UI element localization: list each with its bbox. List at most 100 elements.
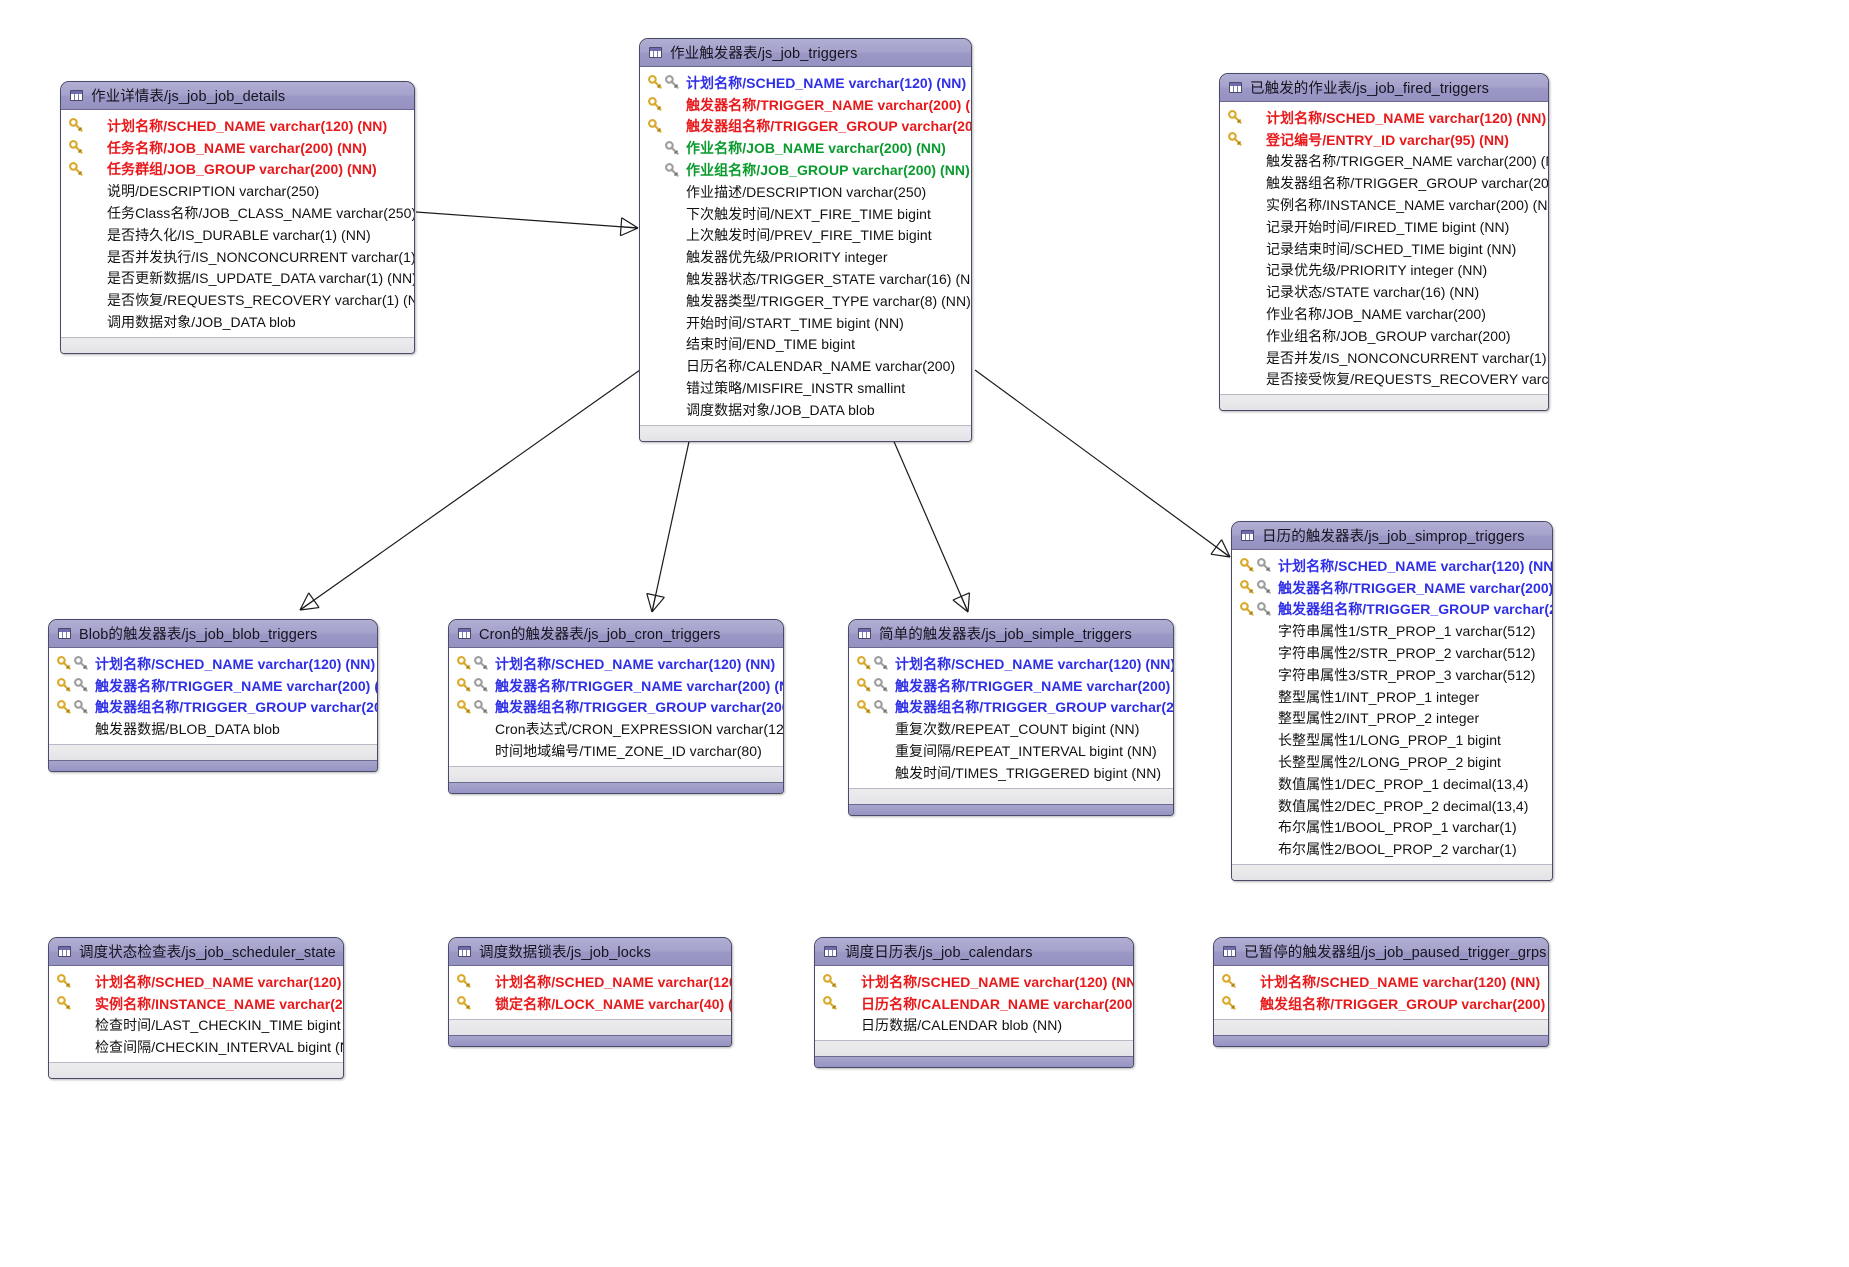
- field-row[interactable]: 触发器名称/TRIGGER_NAME varchar(200) (NN): [49, 675, 377, 697]
- field-row[interactable]: 计划名称/SCHED_NAME varchar(120) (NN): [815, 971, 1133, 993]
- field-row[interactable]: 触发器名称/TRIGGER_NAME varchar(200) (NN): [849, 675, 1173, 697]
- fired-triggers-table-header[interactable]: 已触发的作业表/js_job_fired_triggers: [1220, 74, 1548, 102]
- locks-table[interactable]: 调度数据锁表/js_job_locks 计划名称/SCHED_NAME varch…: [448, 937, 732, 1047]
- field-row[interactable]: 触发组名称/TRIGGER_GROUP varchar(200) (NN): [1214, 993, 1548, 1015]
- field-row[interactable]: 是否并发/IS_NONCONCURRENT varchar(1): [1220, 347, 1548, 369]
- field-row[interactable]: 字符串属性2/STR_PROP_2 varchar(512): [1232, 642, 1552, 664]
- field-row[interactable]: 触发器组名称/TRIGGER_GROUP varchar(200) (NN): [449, 697, 783, 719]
- field-row[interactable]: 重复间隔/REPEAT_INTERVAL bigint (NN): [849, 740, 1173, 762]
- field-row[interactable]: 说明/DESCRIPTION varchar(250): [61, 180, 414, 202]
- field-row[interactable]: 触发器组名称/TRIGGER_GROUP varchar(200) (NN): [49, 697, 377, 719]
- paused-trigger-grps-table[interactable]: 已暂停的触发器组/js_job_paused_trigger_grps 计划名称/…: [1213, 937, 1549, 1047]
- field-row[interactable]: 计划名称/SCHED_NAME varchar(120) (NN): [449, 971, 731, 993]
- field-row[interactable]: 布尔属性1/BOOL_PROP_1 varchar(1): [1232, 817, 1552, 839]
- field-row[interactable]: 触发器数据/BLOB_DATA blob: [49, 718, 377, 740]
- field-row[interactable]: 任务名称/JOB_NAME varchar(200) (NN): [61, 137, 414, 159]
- field-row[interactable]: 调用数据对象/JOB_DATA blob: [61, 311, 414, 333]
- job-details-table-header[interactable]: 作业详情表/js_job_job_details: [61, 82, 414, 110]
- field-row[interactable]: 记录结束时间/SCHED_TIME bigint (NN): [1220, 238, 1548, 260]
- field-row[interactable]: 触发器名称/TRIGGER_NAME varchar(200) (NN): [640, 94, 971, 116]
- field-row[interactable]: 长整型属性2/LONG_PROP_2 bigint: [1232, 751, 1552, 773]
- field-row[interactable]: 登记编号/ENTRY_ID varchar(95) (NN): [1220, 129, 1548, 151]
- simple-triggers-table-header[interactable]: 简单的触发器表/js_job_simple_triggers: [849, 620, 1173, 648]
- field-row[interactable]: 整型属性1/INT_PROP_1 integer: [1232, 686, 1552, 708]
- field-row[interactable]: 触发器名称/TRIGGER_NAME varchar(200) (NN): [1220, 151, 1548, 173]
- field-row[interactable]: 是否恢复/REQUESTS_RECOVERY varchar(1) (NN): [61, 289, 414, 311]
- field-row[interactable]: 任务Class名称/JOB_CLASS_NAME varchar(250) (N…: [61, 202, 414, 224]
- field-row[interactable]: 触发时间/TIMES_TRIGGERED bigint (NN): [849, 762, 1173, 784]
- scheduler-state-table[interactable]: 调度状态检查表/js_job_scheduler_state 计划名称/SCHED…: [48, 937, 344, 1080]
- field-row[interactable]: Cron表达式/CRON_EXPRESSION varchar(120) (NN…: [449, 718, 783, 740]
- field-row[interactable]: 触发器优先级/PRIORITY integer: [640, 246, 971, 268]
- field-row[interactable]: 实例名称/INSTANCE_NAME varchar(200) (NN): [1220, 194, 1548, 216]
- scheduler-state-table-header[interactable]: 调度状态检查表/js_job_scheduler_state: [49, 938, 343, 966]
- field-row[interactable]: 触发器组名称/TRIGGER_GROUP varchar(200) (NN): [640, 116, 971, 138]
- field-row[interactable]: 计划名称/SCHED_NAME varchar(120) (NN): [1232, 555, 1552, 577]
- cron-triggers-table[interactable]: Cron的触发器表/js_job_cron_triggers 计划名称/SCHED…: [448, 619, 784, 794]
- field-row[interactable]: 布尔属性2/BOOL_PROP_2 varchar(1): [1232, 838, 1552, 860]
- field-row[interactable]: 错过策略/MISFIRE_INSTR smallint: [640, 377, 971, 399]
- field-row[interactable]: 计划名称/SCHED_NAME varchar(120) (NN): [1220, 107, 1548, 129]
- field-row[interactable]: 字符串属性3/STR_PROP_3 varchar(512): [1232, 664, 1552, 686]
- field-row[interactable]: 作业名称/JOB_NAME varchar(200): [1220, 303, 1548, 325]
- fired-triggers-table[interactable]: 已触发的作业表/js_job_fired_triggers 计划名称/SCHED_…: [1219, 73, 1549, 412]
- field-row[interactable]: 计划名称/SCHED_NAME varchar(120) (NN): [449, 653, 783, 675]
- field-row[interactable]: 记录优先级/PRIORITY integer (NN): [1220, 260, 1548, 282]
- field-row[interactable]: 实例名称/INSTANCE_NAME varchar(200) (NN): [49, 993, 343, 1015]
- field-row[interactable]: 计划名称/SCHED_NAME varchar(120) (NN): [1214, 971, 1548, 993]
- field-row[interactable]: 调度数据对象/JOB_DATA blob: [640, 399, 971, 421]
- field-row[interactable]: 计划名称/SCHED_NAME varchar(120) (NN): [849, 653, 1173, 675]
- field-row[interactable]: 触发器名称/TRIGGER_NAME varchar(200) (NN): [1232, 577, 1552, 599]
- field-row[interactable]: 时间地域编号/TIME_ZONE_ID varchar(80): [449, 740, 783, 762]
- blob-triggers-table-header[interactable]: Blob的触发器表/js_job_blob_triggers: [49, 620, 377, 648]
- field-row[interactable]: 日历名称/CALENDAR_NAME varchar(200) (NN): [815, 993, 1133, 1015]
- field-row[interactable]: 作业组名称/JOB_GROUP varchar(200) (NN): [640, 159, 971, 181]
- field-row[interactable]: 是否持久化/IS_DURABLE varchar(1) (NN): [61, 224, 414, 246]
- field-row[interactable]: 日历名称/CALENDAR_NAME varchar(200): [640, 355, 971, 377]
- field-row[interactable]: 开始时间/START_TIME bigint (NN): [640, 312, 971, 334]
- field-row[interactable]: 记录开始时间/FIRED_TIME bigint (NN): [1220, 216, 1548, 238]
- simprop-triggers-table-header[interactable]: 日历的触发器表/js_job_simprop_triggers: [1232, 522, 1552, 550]
- field-row[interactable]: 作业组名称/JOB_GROUP varchar(200): [1220, 325, 1548, 347]
- field-row[interactable]: 下次触发时间/NEXT_FIRE_TIME bigint: [640, 203, 971, 225]
- blob-triggers-table[interactable]: Blob的触发器表/js_job_blob_triggers 计划名称/SCHED…: [48, 619, 378, 773]
- field-row[interactable]: 触发器名称/TRIGGER_NAME varchar(200) (NN): [449, 675, 783, 697]
- field-row[interactable]: 日历数据/CALENDAR blob (NN): [815, 1015, 1133, 1037]
- field-row[interactable]: 是否更新数据/IS_UPDATE_DATA varchar(1) (NN): [61, 268, 414, 290]
- field-row[interactable]: 触发器类型/TRIGGER_TYPE varchar(8) (NN): [640, 290, 971, 312]
- field-row[interactable]: 记录状态/STATE varchar(16) (NN): [1220, 281, 1548, 303]
- field-row[interactable]: 字符串属性1/STR_PROP_1 varchar(512): [1232, 620, 1552, 642]
- field-row[interactable]: 锁定名称/LOCK_NAME varchar(40) (NN): [449, 993, 731, 1015]
- locks-table-header[interactable]: 调度数据锁表/js_job_locks: [449, 938, 731, 966]
- field-row[interactable]: 触发器状态/TRIGGER_STATE varchar(16) (NN): [640, 268, 971, 290]
- field-row[interactable]: 长整型属性1/LONG_PROP_1 bigint: [1232, 729, 1552, 751]
- field-row[interactable]: 是否接受恢复/REQUESTS_RECOVERY varchar(1): [1220, 369, 1548, 391]
- field-row[interactable]: 计划名称/SCHED_NAME varchar(120) (NN): [61, 115, 414, 137]
- simple-triggers-table[interactable]: 简单的触发器表/js_job_simple_triggers 计划名称/SCHED…: [848, 619, 1174, 816]
- field-row[interactable]: 触发器组名称/TRIGGER_GROUP varchar(200) (NN): [1220, 172, 1548, 194]
- field-row[interactable]: 数值属性1/DEC_PROP_1 decimal(13,4): [1232, 773, 1552, 795]
- simprop-triggers-table[interactable]: 日历的触发器表/js_job_simprop_triggers 计划名称/SCHE…: [1231, 521, 1553, 882]
- calendars-table-header[interactable]: 调度日历表/js_job_calendars: [815, 938, 1133, 966]
- field-row[interactable]: 作业描述/DESCRIPTION varchar(250): [640, 181, 971, 203]
- field-row[interactable]: 任务群组/JOB_GROUP varchar(200) (NN): [61, 159, 414, 181]
- calendars-table[interactable]: 调度日历表/js_job_calendars 计划名称/SCHED_NAME va…: [814, 937, 1134, 1069]
- field-row[interactable]: 计划名称/SCHED_NAME varchar(120) (NN): [640, 72, 971, 94]
- field-row[interactable]: 整型属性2/INT_PROP_2 integer: [1232, 708, 1552, 730]
- field-row[interactable]: 结束时间/END_TIME bigint: [640, 334, 971, 356]
- field-row[interactable]: 重复次数/REPEAT_COUNT bigint (NN): [849, 718, 1173, 740]
- field-row[interactable]: 检查间隔/CHECKIN_INTERVAL bigint (NN): [49, 1036, 343, 1058]
- field-row[interactable]: 计划名称/SCHED_NAME varchar(120) (NN): [49, 653, 377, 675]
- field-row[interactable]: 检查时间/LAST_CHECKIN_TIME bigint (NN): [49, 1015, 343, 1037]
- paused-trigger-grps-table-header[interactable]: 已暂停的触发器组/js_job_paused_trigger_grps: [1214, 938, 1548, 966]
- field-row[interactable]: 是否并发执行/IS_NONCONCURRENT varchar(1) (NN): [61, 246, 414, 268]
- job-triggers-table[interactable]: 作业触发器表/js_job_triggers 计划名称/SCHED_NAME va…: [639, 38, 972, 442]
- field-row[interactable]: 上次触发时间/PREV_FIRE_TIME bigint: [640, 225, 971, 247]
- field-row[interactable]: 作业名称/JOB_NAME varchar(200) (NN): [640, 137, 971, 159]
- field-row[interactable]: 触发器组名称/TRIGGER_GROUP varchar(200) (NN): [849, 697, 1173, 719]
- field-row[interactable]: 触发器组名称/TRIGGER_GROUP varchar(200) (NN): [1232, 599, 1552, 621]
- job-triggers-table-header[interactable]: 作业触发器表/js_job_triggers: [640, 39, 971, 67]
- field-row[interactable]: 计划名称/SCHED_NAME varchar(120) (NN): [49, 971, 343, 993]
- job-details-table[interactable]: 作业详情表/js_job_job_details 计划名称/SCHED_NAME …: [60, 81, 415, 354]
- cron-triggers-table-header[interactable]: Cron的触发器表/js_job_cron_triggers: [449, 620, 783, 648]
